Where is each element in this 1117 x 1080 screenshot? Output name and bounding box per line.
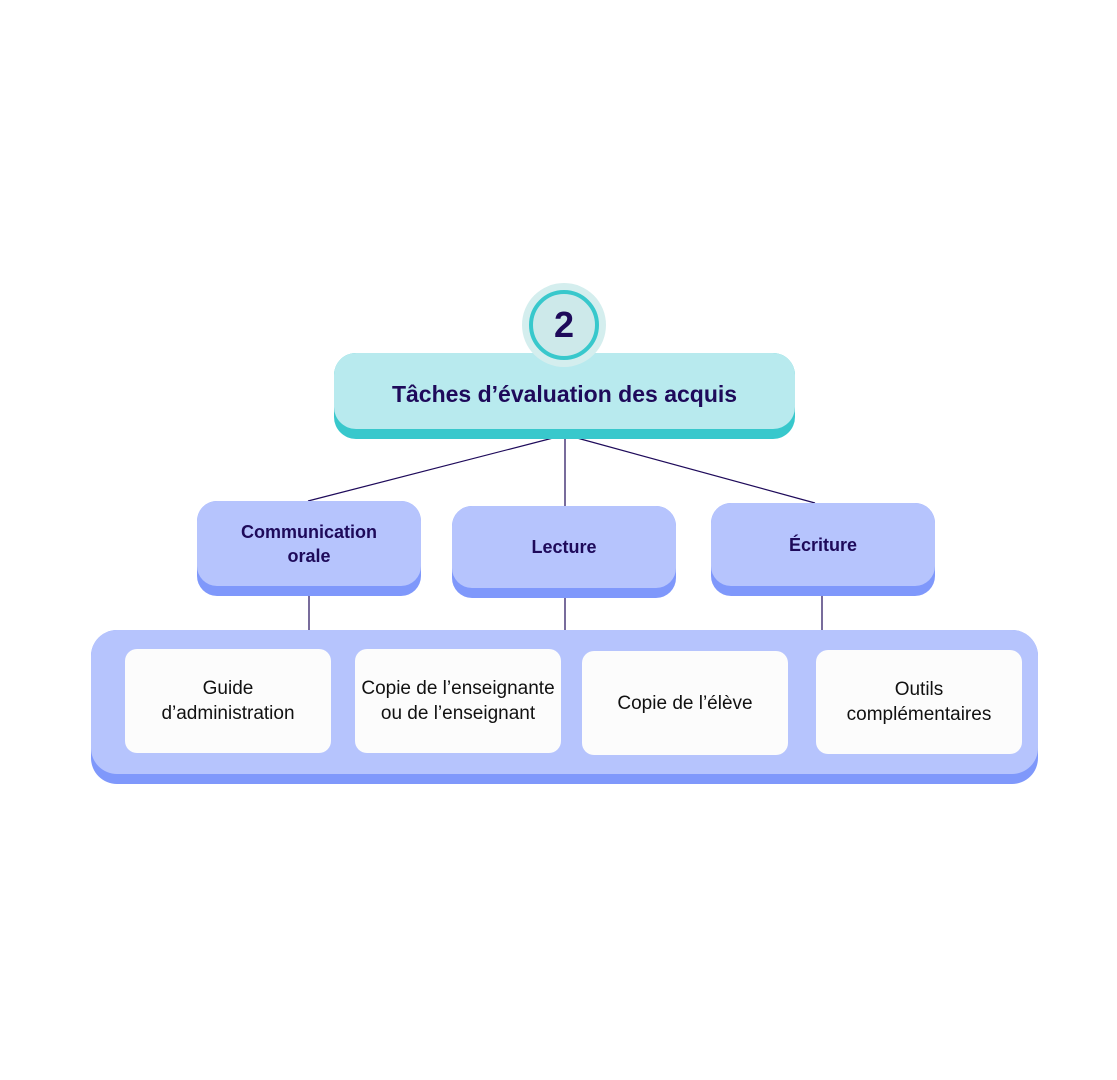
category-label: Communication orale: [197, 501, 421, 586]
category-lecture: Lecture: [452, 506, 676, 598]
step-number: 2: [529, 290, 599, 360]
item-copie-eleve: Copie de l’élève: [582, 651, 788, 755]
step-badge: 2: [522, 283, 606, 367]
category-label: Lecture: [452, 506, 676, 588]
connector-ecriture: [576, 437, 816, 504]
category-ecriture: Écriture: [711, 503, 935, 596]
item-guide-administration: Guide d’administration: [125, 649, 331, 753]
connector-communication: [307, 437, 554, 502]
category-label: Écriture: [711, 503, 935, 586]
item-outils-complementaires: Outils complémentaires: [816, 650, 1022, 754]
category-communication-orale: Communication orale: [197, 501, 421, 596]
item-copie-enseignant: Copie de l’enseignante ou de l’enseignan…: [355, 649, 561, 753]
